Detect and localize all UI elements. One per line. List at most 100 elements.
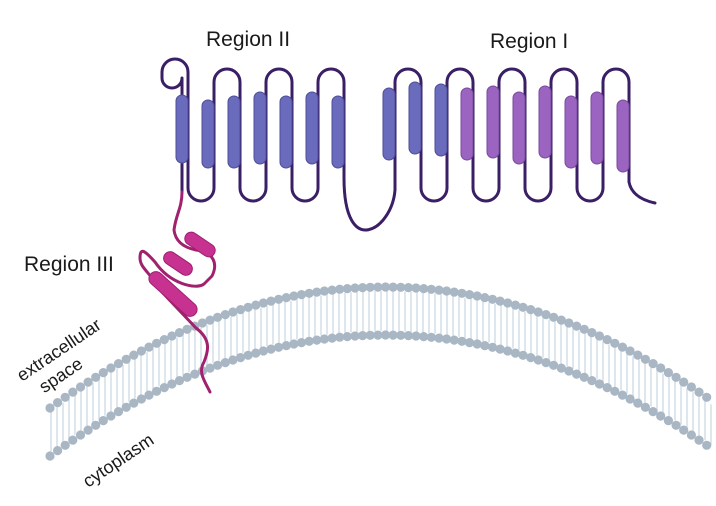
phospholipid-head bbox=[663, 368, 674, 378]
phospholipid-head bbox=[663, 416, 674, 426]
phospholipid-head bbox=[327, 333, 337, 343]
phospholipid-head bbox=[75, 430, 86, 440]
phospholipid-head bbox=[113, 407, 124, 417]
phospholipid-head bbox=[342, 284, 352, 294]
phospholipid-head bbox=[53, 398, 63, 408]
phospholipid-head bbox=[556, 363, 566, 373]
phospholipid-head bbox=[106, 363, 116, 373]
phospholipid-head bbox=[91, 372, 101, 382]
helix bbox=[163, 251, 193, 276]
phospholipid-head bbox=[503, 298, 513, 308]
phospholipid-head bbox=[304, 288, 314, 298]
helix bbox=[538, 85, 552, 159]
phospholipid-head bbox=[564, 366, 574, 376]
phospholipid-head bbox=[434, 333, 444, 343]
phospholipid-head bbox=[518, 302, 528, 312]
phospholipid-head bbox=[68, 435, 78, 445]
helix bbox=[201, 99, 215, 169]
phospholipid-head bbox=[251, 348, 261, 358]
phospholipid-head bbox=[579, 324, 589, 334]
phospholipid-head bbox=[91, 420, 101, 430]
phospholipid-head bbox=[235, 353, 246, 363]
helix bbox=[590, 91, 604, 165]
phospholipid-head bbox=[518, 350, 528, 360]
phospholipid-head bbox=[480, 341, 490, 351]
phospholipid-head bbox=[98, 416, 108, 426]
phospholipid-head bbox=[159, 335, 169, 345]
phospholipid-head bbox=[495, 344, 505, 354]
phospholipid-head bbox=[617, 342, 628, 352]
phospholipid-head bbox=[487, 294, 498, 304]
phospholipid-head bbox=[289, 291, 299, 301]
phospholipid-head bbox=[144, 390, 154, 400]
phospholipid-head bbox=[281, 341, 291, 351]
phospholipid-head bbox=[220, 358, 230, 368]
phospholipid-head bbox=[633, 398, 643, 408]
phospholipid-head bbox=[396, 282, 406, 292]
phospholipid-head bbox=[228, 307, 238, 317]
phospholipid-head bbox=[640, 402, 651, 412]
watermark-text: 知乎 @IMMUNO随笔 bbox=[498, 470, 671, 491]
phospholipid-head bbox=[60, 440, 70, 450]
phospholipid-head bbox=[533, 307, 543, 317]
helix bbox=[227, 95, 241, 169]
phospholipid-head bbox=[365, 330, 375, 340]
phospholipid-head bbox=[190, 369, 200, 379]
helix bbox=[486, 85, 500, 159]
phospholipid-head bbox=[136, 346, 146, 356]
helix bbox=[148, 271, 198, 317]
phospholipid-head bbox=[380, 330, 391, 340]
phospholipid-head bbox=[442, 334, 452, 344]
phospholipid-head bbox=[380, 282, 391, 292]
phospholipid-head bbox=[281, 293, 291, 303]
phospholipid-head bbox=[625, 394, 635, 404]
phospholipid-head bbox=[136, 394, 146, 404]
phospholipid-head bbox=[464, 338, 475, 348]
helix bbox=[616, 99, 630, 173]
phospholipid-head bbox=[526, 305, 536, 315]
phospholipid-head bbox=[296, 290, 307, 300]
phospholipid-head bbox=[541, 310, 551, 320]
region-iii-helices bbox=[148, 231, 216, 317]
phospholipid-head bbox=[396, 330, 406, 340]
phospholipid-head bbox=[388, 282, 398, 292]
phospholipid-head bbox=[579, 372, 589, 382]
region-i-helices bbox=[460, 85, 630, 173]
phospholipid-head bbox=[235, 305, 246, 315]
phospholipid-head bbox=[388, 330, 398, 340]
helix bbox=[512, 91, 526, 165]
phospholipid-head bbox=[335, 332, 345, 342]
phospholipid-head bbox=[53, 446, 63, 456]
phospholipid-head bbox=[365, 282, 375, 292]
phospholipid-head bbox=[656, 411, 666, 421]
phospholipid-head bbox=[266, 296, 276, 306]
phospholipid-head bbox=[251, 300, 261, 310]
phospholipid-head bbox=[174, 328, 185, 338]
phospholipid-head bbox=[403, 283, 413, 293]
phospholipid-head bbox=[442, 286, 452, 296]
phospholipid-head bbox=[472, 339, 482, 349]
phospholipid-head bbox=[335, 284, 345, 294]
phospholipid-head bbox=[258, 298, 268, 308]
phospholipid-head bbox=[487, 342, 498, 352]
phospholipid-head bbox=[220, 310, 230, 320]
phospholipid-head bbox=[434, 285, 444, 295]
phospholipid-head bbox=[610, 386, 620, 396]
phospholipid-head bbox=[419, 284, 429, 294]
phospholipid-head bbox=[556, 315, 566, 325]
helix bbox=[434, 83, 448, 157]
phospholipid-head bbox=[205, 315, 215, 325]
phospholipid-head bbox=[419, 332, 429, 342]
phospholipid-head bbox=[243, 302, 253, 312]
phospholipid-head bbox=[526, 353, 536, 363]
helix bbox=[253, 91, 267, 165]
phospholipid-head bbox=[503, 346, 513, 356]
outer-phospholipid-heads bbox=[45, 282, 712, 413]
phospholipid-head bbox=[350, 331, 360, 341]
phospholipid-head bbox=[480, 293, 490, 303]
phospholipid-head bbox=[213, 312, 223, 322]
phospholipid-head bbox=[426, 284, 436, 294]
phospholipid-head bbox=[671, 372, 681, 382]
phospholipid-head bbox=[312, 335, 322, 345]
